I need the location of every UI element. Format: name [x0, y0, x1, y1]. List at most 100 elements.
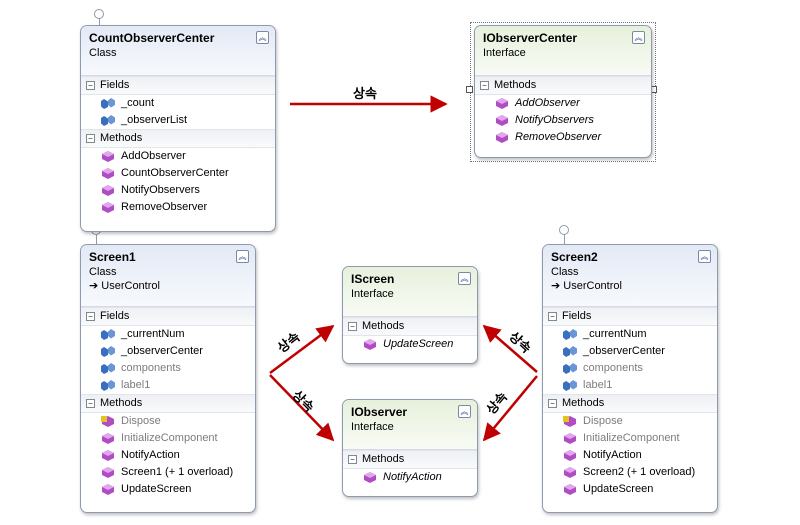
methods-section-header[interactable]: −Methods [343, 317, 477, 336]
method-row[interactable]: NotifyAction [343, 469, 477, 486]
method-icon [102, 185, 114, 196]
collapse-minus-icon[interactable]: − [86, 312, 95, 321]
method-row[interactable]: UpdateScreen [81, 481, 255, 498]
method-row[interactable]: AddObserver [475, 95, 651, 112]
fields-section-header[interactable]: −Fields [81, 76, 275, 95]
class-name: Screen1 [89, 250, 136, 264]
methods-section-header[interactable]: −Methods [343, 450, 477, 469]
collapse-minus-icon[interactable]: − [348, 322, 357, 331]
interface-lollipop-stem [564, 234, 565, 244]
interface-lollipop-stem [96, 234, 97, 244]
inherit-label-top: 상속 [353, 86, 377, 101]
protected-method-icon [101, 416, 114, 427]
collapse-chevron-icon[interactable]: ︽ [236, 250, 249, 263]
method-row[interactable]: Screen2 (+ 1 overload) [543, 464, 717, 481]
base-class: ➔ UserControl [551, 280, 622, 292]
class-screen2[interactable]: Screen2 Class ➔ UserControl ︽ −Fields _c… [542, 244, 718, 513]
interface-iscreen[interactable]: IScreen Interface ︽ −Methods UpdateScree… [342, 266, 478, 364]
method-row[interactable]: CountObserverCenter [81, 165, 275, 182]
class-kind: Class [551, 266, 579, 278]
field-icon [101, 380, 115, 391]
method-icon [102, 168, 114, 179]
collapse-minus-icon[interactable]: − [86, 399, 95, 408]
field-icon [101, 115, 115, 126]
field-icon [563, 363, 577, 374]
method-row[interactable]: AddObserver [81, 148, 275, 165]
method-row[interactable]: Screen1 (+ 1 overload) [81, 464, 255, 481]
method-row[interactable]: Dispose [543, 413, 717, 430]
field-row[interactable]: _observerList [81, 112, 275, 129]
interface-lollipop-stem [99, 18, 100, 26]
field-icon [563, 346, 577, 357]
collapse-minus-icon[interactable]: − [548, 399, 557, 408]
interface-kind: Interface [351, 288, 394, 300]
interface-header: IObserver Interface ︽ [343, 400, 477, 450]
collapse-chevron-icon[interactable]: ︽ [256, 31, 269, 44]
collapse-chevron-icon[interactable]: ︽ [458, 272, 471, 285]
collapse-minus-icon[interactable]: − [348, 455, 357, 464]
protected-method-icon [563, 416, 576, 427]
method-icon [102, 151, 114, 162]
field-row[interactable]: _currentNum [543, 326, 717, 343]
selection-handle[interactable] [466, 86, 473, 93]
interface-iobserver[interactable]: IObserver Interface ︽ −Methods NotifyAct… [342, 399, 478, 497]
method-row[interactable]: NotifyObservers [475, 112, 651, 129]
fields-section-header[interactable]: −Fields [543, 307, 717, 326]
field-icon [101, 346, 115, 357]
collapse-chevron-icon[interactable]: ︽ [458, 405, 471, 418]
method-icon [364, 472, 376, 483]
method-row[interactable]: InitializeComponent [543, 430, 717, 447]
method-icon [102, 202, 114, 213]
fields-section-header[interactable]: −Fields [81, 307, 255, 326]
interface-name: IObserverCenter [483, 31, 578, 45]
class-kind: Class [89, 266, 117, 278]
methods-section-header[interactable]: −Methods [543, 394, 717, 413]
interface-kind: Interface [483, 47, 526, 59]
field-row[interactable]: _observerCenter [81, 343, 255, 360]
method-icon [102, 450, 114, 461]
method-row[interactable]: Dispose [81, 413, 255, 430]
collapse-minus-icon[interactable]: − [548, 312, 557, 321]
interface-name: IScreen [351, 272, 395, 286]
field-row[interactable]: label1 [81, 377, 255, 394]
interface-lollipop-icon [94, 9, 104, 19]
method-row[interactable]: UpdateScreen [543, 481, 717, 498]
method-icon [102, 467, 114, 478]
field-row[interactable]: components [81, 360, 255, 377]
method-icon [496, 115, 508, 126]
field-row[interactable]: _count [81, 95, 275, 112]
method-row[interactable]: InitializeComponent [81, 430, 255, 447]
collapse-minus-icon[interactable]: − [86, 134, 95, 143]
method-icon [496, 98, 508, 109]
collapse-chevron-icon[interactable]: ︽ [698, 250, 711, 263]
interface-header: IScreen Interface ︽ [343, 267, 477, 317]
class-screen1[interactable]: Screen1 Class ➔ UserControl ︽ −Fields _c… [80, 244, 256, 513]
field-row[interactable]: _currentNum [81, 326, 255, 343]
method-row[interactable]: RemoveObserver [475, 129, 651, 146]
collapse-chevron-icon[interactable]: ︽ [632, 31, 645, 44]
method-icon [564, 450, 576, 461]
methods-section-header[interactable]: −Methods [81, 394, 255, 413]
method-row[interactable]: RemoveObserver [81, 199, 275, 216]
methods-section-header[interactable]: −Methods [81, 129, 275, 148]
field-row[interactable]: _observerCenter [543, 343, 717, 360]
method-row[interactable]: NotifyAction [543, 447, 717, 464]
interface-name: IObserver [351, 405, 408, 419]
interface-iobserver-center[interactable]: IObserverCenter Interface ︽ −Methods Add… [474, 25, 652, 158]
arrow-screen2-to-iobserver [482, 375, 538, 442]
collapse-minus-icon[interactable]: − [480, 81, 489, 90]
collapse-minus-icon[interactable]: − [86, 81, 95, 90]
method-row[interactable]: NotifyObservers [81, 182, 275, 199]
class-count-observer-center[interactable]: CountObserverCenter Class ︽ −Fields _cou… [80, 25, 276, 232]
field-row[interactable]: components [543, 360, 717, 377]
method-row[interactable]: NotifyAction [81, 447, 255, 464]
interface-header: IObserverCenter Interface ︽ [475, 26, 651, 76]
interface-kind: Interface [351, 421, 394, 433]
method-row[interactable]: UpdateScreen [343, 336, 477, 353]
methods-section-header[interactable]: −Methods [475, 76, 651, 95]
arrow-screen2-to-iscreen [482, 324, 538, 373]
method-icon [564, 484, 576, 495]
field-row[interactable]: label1 [543, 377, 717, 394]
field-icon [563, 380, 577, 391]
